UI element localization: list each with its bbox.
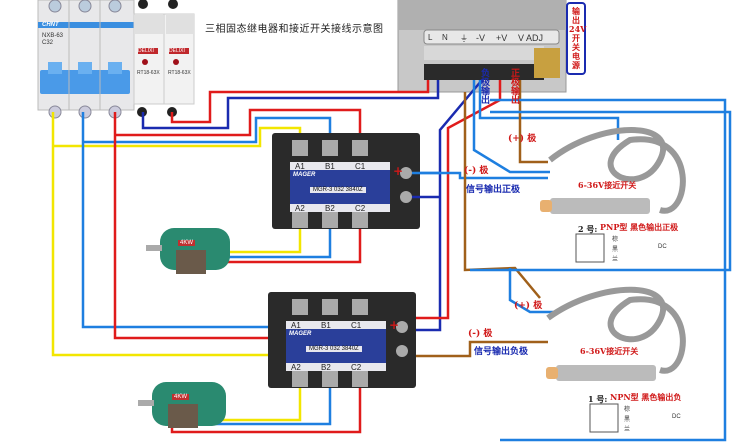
- sensor-bottom-minus-label: (-) 极: [468, 329, 493, 339]
- ssr-top-a2: A2: [295, 204, 305, 213]
- psu-terminal-pos: +V: [496, 33, 508, 43]
- ssr-bottom-b1: B1: [321, 321, 331, 330]
- sensor-bottom-type-label: NPN型 黑色输出负: [610, 392, 682, 402]
- sensor-top-type-num: 2 号:: [578, 224, 598, 234]
- sensor-top-type-label: PNP型 黑色输出正极: [600, 222, 679, 232]
- breaker-rating: C32: [42, 40, 54, 46]
- ssr-top-model: MGR-3 032 3840Z: [310, 187, 366, 193]
- sensor-top-signal-label: 信号输出正极: [466, 185, 521, 195]
- psu-terminal-n: N: [442, 33, 448, 42]
- motor-top: [146, 228, 230, 274]
- ssr-top-b2: B2: [325, 204, 335, 213]
- sensor-top-wire-brown: 棕: [612, 237, 619, 243]
- ssr-bottom: [268, 292, 416, 388]
- sensor-top-dc: DC: [658, 244, 667, 250]
- breaker-brand: CHNT: [42, 22, 59, 28]
- proximity-sensor-bottom: [546, 286, 686, 433]
- ssr-top-brand: MAGER: [293, 172, 316, 178]
- sensor-bottom-wire-brown: 棕: [624, 407, 631, 413]
- ssr-top-a1: A1: [295, 162, 305, 171]
- sensor-bottom-wire-black: 黑: [624, 417, 631, 423]
- ssr-bottom-brand: MAGER: [289, 331, 312, 337]
- fuse-brand-1: DELIXI: [138, 48, 154, 54]
- sensor-bottom-dc: DC: [672, 414, 681, 420]
- ssr-bottom-model: MGR-3 032 3840Z: [306, 346, 362, 352]
- motor-top-power: 4KW: [178, 240, 196, 246]
- sensor-bottom-wire-blue: 兰: [624, 427, 631, 433]
- ssr-bottom-a1: A1: [291, 321, 301, 330]
- motor-bottom-power: 4KW: [172, 394, 190, 400]
- ssr-top-plus: +: [393, 164, 404, 178]
- psu-output-label: 输出24V开关电源: [566, 2, 586, 75]
- circuit-breaker: [37, 0, 135, 119]
- ssr-top-b1: B1: [325, 162, 335, 171]
- psu-pos-output-label: 正极输出: [509, 68, 519, 104]
- sensor-top-plus-label: (+) 极: [508, 134, 537, 144]
- sensor-bottom-signal-label: 信号输出负极: [474, 347, 529, 357]
- motor-bottom: [138, 382, 226, 428]
- psu-terminal-neg: -V: [476, 33, 485, 43]
- sensor-top-wire-blue: 兰: [612, 257, 619, 263]
- psu-neg-output-label: 负极输出: [479, 68, 489, 104]
- ssr-bottom-c1: C1: [351, 321, 362, 330]
- ssr-bottom-c2: C2: [351, 363, 362, 372]
- psu-terminal-adj: V ADJ: [518, 33, 544, 43]
- ssr-bottom-a2: A2: [291, 363, 301, 372]
- fuse-holders: [133, 0, 195, 117]
- ssr-top-c2: C2: [355, 204, 366, 213]
- ssr-bottom-plus: +: [389, 318, 400, 332]
- sensor-bottom-plus-label: (+) 极: [514, 301, 543, 311]
- sensor-bottom-type-num: 1 号:: [588, 394, 608, 404]
- psu-terminal-l: L: [428, 33, 433, 42]
- sensor-top-range-label: 6-36V接近开关: [578, 180, 637, 190]
- sensor-top-wire-black: 黑: [612, 247, 619, 253]
- sensor-top-minus-label: (-) 极: [464, 166, 489, 176]
- diagram-title: 三相固态继电器和接近开关接线示意图: [205, 24, 384, 35]
- fuse-brand-2: DELIXI: [169, 48, 185, 54]
- ssr-bottom-b2: B2: [321, 363, 331, 372]
- proximity-sensor-top: [540, 127, 686, 263]
- sensor-bottom-range-label: 6-36V接近开关: [580, 346, 639, 356]
- fuse-model-2: RT18-63X: [168, 70, 191, 76]
- breaker-model: NXB-63: [42, 33, 64, 39]
- ssr-top-c1: C1: [355, 162, 366, 171]
- ssr-top: [272, 133, 440, 229]
- fuse-model-1: RT18-63X: [137, 70, 160, 76]
- ground-icon: ⏚: [460, 34, 468, 43]
- power-supply: [397, 0, 567, 93]
